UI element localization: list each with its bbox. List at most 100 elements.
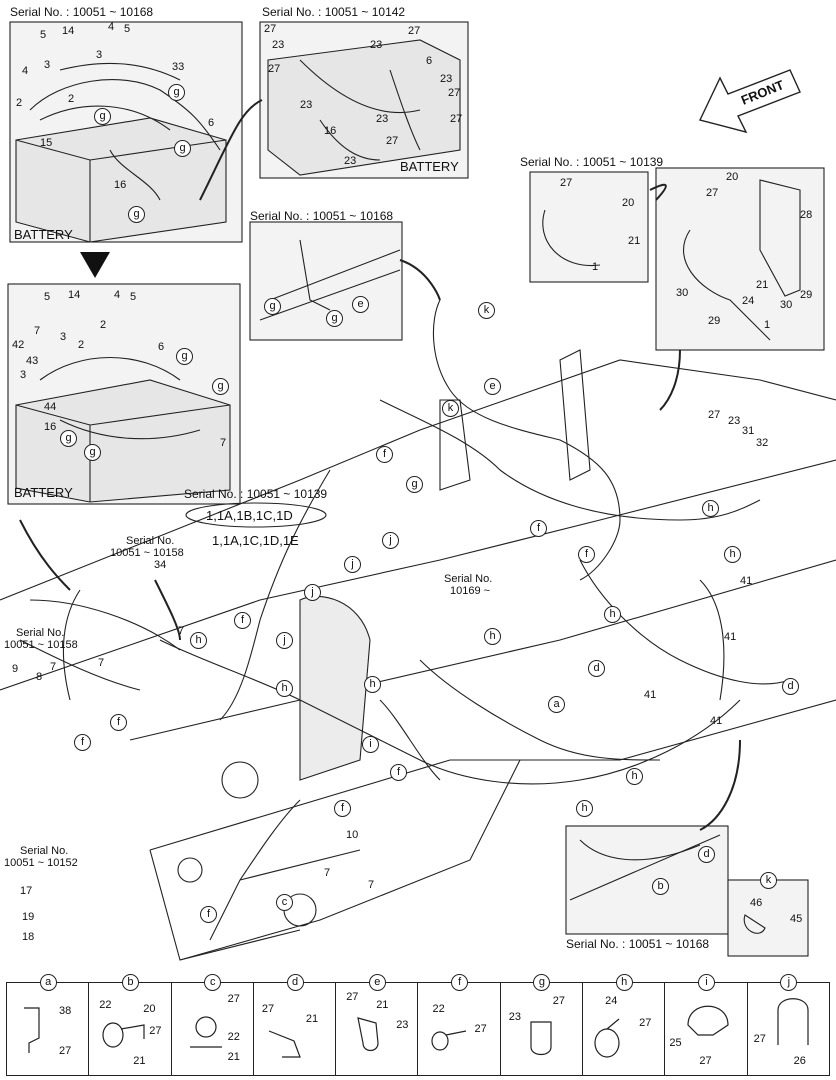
callout-g: g xyxy=(128,206,145,223)
legend-letter: d xyxy=(286,974,304,991)
part-num: 22 xyxy=(432,1003,445,1015)
clamp-h-icon xyxy=(594,1018,620,1058)
callout-h: h xyxy=(190,632,207,649)
callout-g: g xyxy=(60,430,77,447)
callout-j: j xyxy=(304,584,321,601)
callout-num: 3 xyxy=(44,59,51,71)
callout-num: 34 xyxy=(154,559,167,571)
clamp-g-icon xyxy=(530,1021,552,1056)
callout-k: k xyxy=(478,302,495,319)
part-num: 23 xyxy=(508,1011,522,1023)
inset-k xyxy=(727,879,809,957)
callout-h: h xyxy=(484,628,501,645)
callout-num: 7 xyxy=(324,867,331,879)
serial-label-bottom-left: Serial No. xyxy=(20,845,69,857)
callout-d: d xyxy=(698,846,715,863)
callout-f: f xyxy=(110,714,127,731)
serial-label-center: Serial No. : 10051 ~ 10139 xyxy=(184,487,328,501)
callout-j: j xyxy=(382,532,399,549)
callout-num: 21 xyxy=(628,235,641,247)
callout-h: h xyxy=(724,546,741,563)
callout-num: 3 xyxy=(20,369,27,381)
callout-num: 30 xyxy=(780,299,793,311)
callout-num: 43 xyxy=(26,355,39,367)
callout-g: g xyxy=(84,444,101,461)
front-arrow xyxy=(699,69,801,134)
part-num: 38 xyxy=(59,1005,72,1017)
callout-e: e xyxy=(484,378,501,395)
callout-num: 30 xyxy=(676,287,689,299)
clamp-b-icon xyxy=(102,1022,145,1048)
callout-g: g xyxy=(212,378,229,395)
main-frame-outline xyxy=(0,359,836,601)
part-num: 21 xyxy=(227,1051,240,1063)
clamp-a-icon xyxy=(24,1007,40,1053)
callout-num: 15 xyxy=(40,137,53,149)
harness-variant-2: 1,1A,1C,1D,1E xyxy=(212,533,299,548)
serial-label-mid: Serial No. xyxy=(444,573,493,585)
callout-num: 27 xyxy=(264,23,277,35)
callout-num: 7 xyxy=(34,325,41,337)
connector-panel-right-a xyxy=(529,171,649,283)
callout-num: 5 xyxy=(124,23,131,35)
callout-g: g xyxy=(326,310,343,327)
connector-panel-right-b xyxy=(655,167,825,351)
callout-h: h xyxy=(702,500,719,517)
callout-num: 2 xyxy=(16,97,23,109)
part-num: 20 xyxy=(143,1003,156,1015)
callout-num: 44 xyxy=(44,401,57,413)
callout-num: 6 xyxy=(158,341,165,353)
clamp-e-icon xyxy=(357,1017,379,1052)
callout-num: 7 xyxy=(220,437,227,449)
clamp-f-icon xyxy=(431,1030,467,1051)
callout-num: 16 xyxy=(114,179,127,191)
part-num: 25 xyxy=(669,1037,682,1049)
callout-num: 16 xyxy=(44,421,57,433)
serial-label-left-a: Serial No. xyxy=(126,535,175,547)
harness-variant-1: 1,1A,1B,1C,1D xyxy=(206,508,293,523)
callout-num: 24 xyxy=(742,295,755,307)
legend-letter: e xyxy=(368,974,386,991)
clamp-j-icon xyxy=(777,998,809,1045)
callout-num: 27 xyxy=(708,409,721,421)
callout-num: 27 xyxy=(706,187,719,199)
callout-c: c xyxy=(276,894,293,911)
serial-label-right-top: Serial No. : 10051 ~ 10139 xyxy=(520,155,664,169)
callout-num: 28 xyxy=(800,209,813,221)
callout-num: 31 xyxy=(742,425,755,437)
callout-f: f xyxy=(390,764,407,781)
battery-label-3: BATTERY xyxy=(14,485,73,500)
part-num: 27 xyxy=(474,1023,487,1035)
callout-num: 7 xyxy=(50,661,57,673)
callout-num: 46 xyxy=(750,897,763,909)
legend-cell-e: e 27 21 23 xyxy=(336,974,419,1075)
callout-num: 14 xyxy=(62,25,75,37)
callout-num: 27 xyxy=(386,135,399,147)
callout-num: 2 xyxy=(68,93,75,105)
legend-cell-j: j 27 26 xyxy=(748,974,829,1075)
callout-num: 6 xyxy=(208,117,215,129)
legend-cell-d: d 27 21 xyxy=(254,974,337,1075)
callout-num: 5 xyxy=(40,29,47,41)
callout-num: 23 xyxy=(370,39,383,51)
serial-label-top-mid: Serial No. : 10051 ~ 10142 xyxy=(262,5,406,19)
callout-num: 20 xyxy=(622,197,635,209)
callout-f: f xyxy=(530,520,547,537)
callout-j: j xyxy=(276,632,293,649)
part-num: 24 xyxy=(605,995,618,1007)
callout-num: 27 xyxy=(448,87,461,99)
part-num: 21 xyxy=(305,1013,319,1025)
legend-letter: f xyxy=(451,974,469,991)
callout-num: 23 xyxy=(728,415,741,427)
callout-f: f xyxy=(376,446,393,463)
callout-f: f xyxy=(74,734,91,751)
callout-g: g xyxy=(94,108,111,125)
part-num: 22 xyxy=(99,999,112,1011)
callout-num: 27 xyxy=(268,63,281,75)
legend-cell-f: f 22 27 xyxy=(418,974,501,1075)
battery-label-2: BATTERY xyxy=(400,159,459,174)
part-num: 27 xyxy=(346,991,359,1003)
callout-g: g xyxy=(168,84,185,101)
callout-num: 4 xyxy=(22,65,29,77)
